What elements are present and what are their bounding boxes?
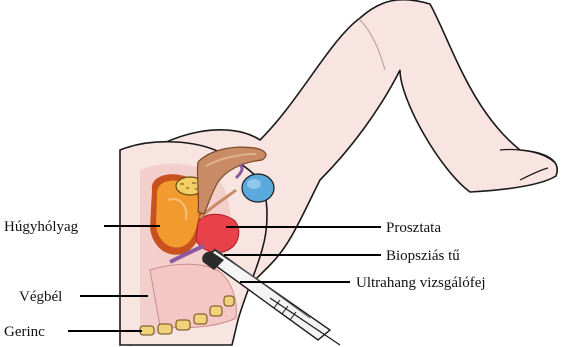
vertebra	[194, 314, 207, 324]
label-prostate: Prosztata	[386, 220, 441, 236]
label-biopsy-needle: Biopsziás tű	[386, 248, 460, 264]
vertebra	[176, 320, 190, 330]
vertebra	[140, 326, 154, 335]
pelvis-cross-section	[120, 142, 274, 345]
label-rectum: Végbél	[19, 289, 62, 305]
vertebra	[158, 324, 172, 334]
vertebra	[224, 296, 234, 306]
label-spine: Gerinc	[4, 324, 45, 340]
vertebra	[210, 306, 222, 316]
testis-highlight	[247, 179, 261, 189]
label-bladder: Húgyhólyag	[4, 219, 79, 235]
label-ultrasound-probe: Ultrahang vizsgálófej	[356, 275, 486, 291]
probe-cable	[270, 298, 340, 345]
